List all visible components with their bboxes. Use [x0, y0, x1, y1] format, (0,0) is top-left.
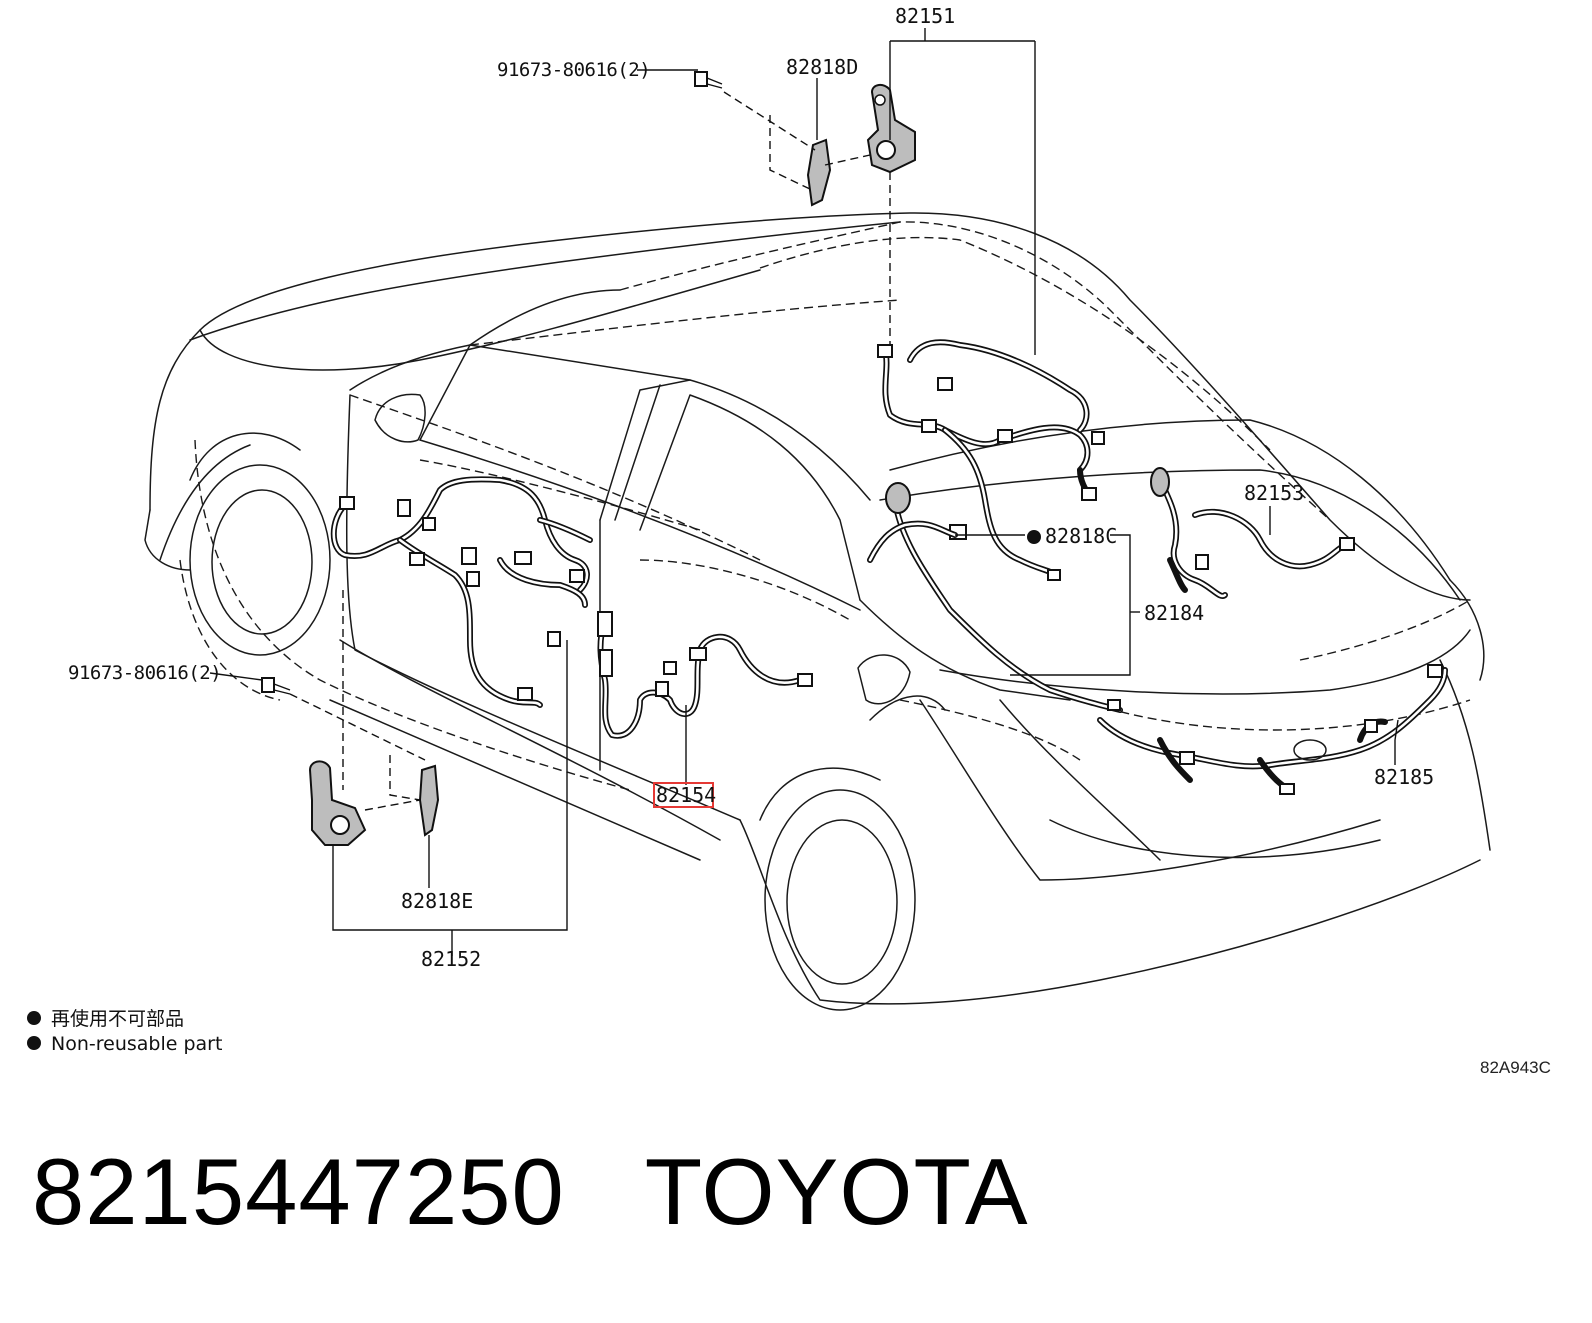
callout-91673-top[interactable]: 91673-80616(2) [497, 59, 651, 81]
footer-brand: TOYOTA [644, 1139, 1029, 1244]
callout-82184[interactable]: 82184 [1144, 601, 1204, 625]
bolt-top-icon[interactable] [694, 71, 723, 89]
callout-82185[interactable]: 82185 [1374, 765, 1434, 789]
non-reusable-marker-icon [1027, 530, 1041, 544]
callout-82152[interactable]: 82152 [421, 947, 481, 971]
highlight-box [653, 782, 714, 808]
footer-part-number: 8215447250 [32, 1139, 565, 1244]
callout-82151[interactable]: 82151 [895, 4, 955, 28]
legend-bullet-icon [27, 1011, 41, 1025]
legend-bullet-icon [27, 1036, 41, 1050]
wire-harness-front-door[interactable] [330, 476, 593, 708]
installation-guides [289, 91, 891, 811]
bolt-left-icon[interactable] [261, 677, 291, 695]
car-body-outline [144, 212, 1491, 1011]
legend-text-en: Non-reusable part [51, 1033, 222, 1055]
diagram-reference: 82A943C [1480, 1058, 1551, 1077]
callout-82818C[interactable]: 82818C [1045, 524, 1117, 548]
callout-82153[interactable]: 82153 [1244, 481, 1304, 505]
callout-82154[interactable]: 82154 [656, 783, 716, 807]
wire-harness-rear-lamp[interactable] [1097, 664, 1448, 795]
upper-connector-assembly[interactable] [806, 84, 916, 207]
callout-82818D[interactable]: 82818D [786, 55, 858, 79]
callout-82818E[interactable]: 82818E [401, 889, 473, 913]
footer-caption: 8215447250 TOYOTA [32, 1138, 1029, 1246]
wire-harness-rear-door[interactable] [597, 611, 813, 739]
wire-harness-luggage[interactable] [867, 467, 1355, 713]
callout-labels: 82151 82818D 91673-80616(2) 91673-80616(… [68, 4, 1434, 971]
legend-text-jp: 再使用不可部品 [51, 1008, 184, 1030]
callout-91673-left[interactable]: 91673-80616(2) [68, 662, 222, 684]
legend: 再使用不可部品 Non-reusable part [27, 1008, 222, 1055]
lower-connector-assembly[interactable] [308, 760, 440, 846]
wire-harness-roof[interactable] [877, 339, 1105, 581]
callout-leaders [209, 28, 1399, 956]
